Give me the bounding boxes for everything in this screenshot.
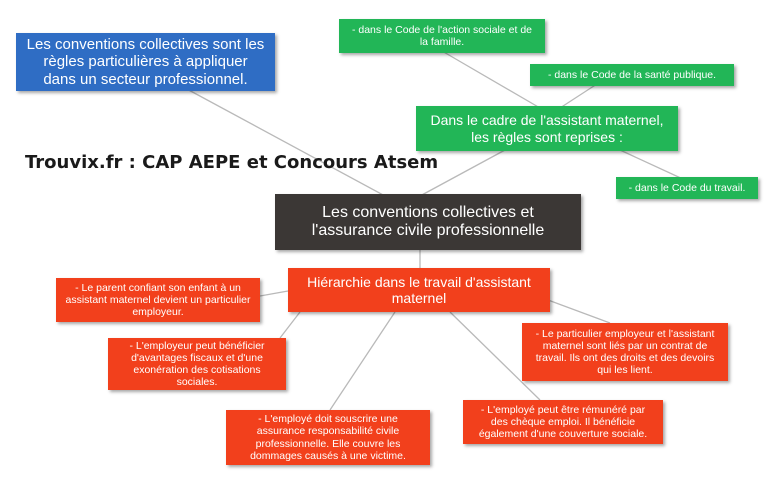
code-travail-node[interactable]: - dans le Code du travail. xyxy=(616,177,758,199)
link-assurance xyxy=(329,311,396,411)
avantages-fiscaux-text: - L'employeur peut bénéficier d'avantage… xyxy=(129,339,265,389)
code-sante-node[interactable]: - dans le Code de la santé publique. xyxy=(530,64,734,86)
hierarchy-node[interactable]: Hiérarchie dans le travail d'assistant m… xyxy=(288,268,550,312)
link-avantages xyxy=(279,311,301,339)
code-action-sociale-node[interactable]: - dans le Code de l'action sociale et de… xyxy=(339,19,545,53)
link-assistant-rules xyxy=(419,149,506,197)
hierarchy-title: Hiérarchie dans le travail d'assistant m… xyxy=(307,273,531,306)
code-sante-text: - dans le Code de la santé publique. xyxy=(547,68,717,81)
assistant-rules-node[interactable]: Dans le cadre de l'assistant maternel, l… xyxy=(416,106,678,151)
contrat-travail-node[interactable]: - Le particulier employeur et l'assistan… xyxy=(522,323,728,381)
link-contrat xyxy=(547,299,611,324)
contrat-travail-text: - Le particulier employeur et l'assistan… xyxy=(535,327,715,377)
parent-employeur-node[interactable]: - Le parent confiant son enfant à un ass… xyxy=(56,278,260,322)
watermark-title: Trouvix.fr : CAP AEPE et Concours Atsem xyxy=(25,152,439,173)
link-definition xyxy=(184,87,386,197)
code-travail-text: - dans le Code du travail. xyxy=(628,181,746,194)
code-action-sociale-text: - dans le Code de l'action sociale et de… xyxy=(351,23,533,48)
cheque-emploi-node[interactable]: - L'employé peut être rémunéré par des c… xyxy=(463,400,663,444)
link-parent-employeur xyxy=(259,290,289,297)
link-code-travail xyxy=(619,149,686,181)
parent-employeur-text: - Le parent confiant son enfant à un ass… xyxy=(65,281,251,319)
link-cheque-emploi xyxy=(449,311,541,401)
assurance-node[interactable]: - L'employé doit souscrire une assurance… xyxy=(226,410,430,465)
avantages-fiscaux-node[interactable]: - L'employeur peut bénéficier d'avantage… xyxy=(108,338,286,390)
link-code-sante xyxy=(559,81,601,109)
center-node[interactable]: Les conventions collectives et l'assuran… xyxy=(275,194,581,250)
cheque-emploi-text: - L'employé peut être rémunéré par des c… xyxy=(478,403,648,441)
link-code-action-sociale xyxy=(441,50,541,109)
center-title: Les conventions collectives et l'assuran… xyxy=(311,203,545,239)
assistant-rules-title: Dans le cadre de l'assistant maternel, l… xyxy=(430,112,664,145)
definition-node[interactable]: Les conventions collectives sont les règ… xyxy=(16,33,275,91)
assurance-text: - L'employé doit souscrire une assurance… xyxy=(250,413,406,462)
definition-text: Les conventions collectives sont les règ… xyxy=(26,36,265,88)
